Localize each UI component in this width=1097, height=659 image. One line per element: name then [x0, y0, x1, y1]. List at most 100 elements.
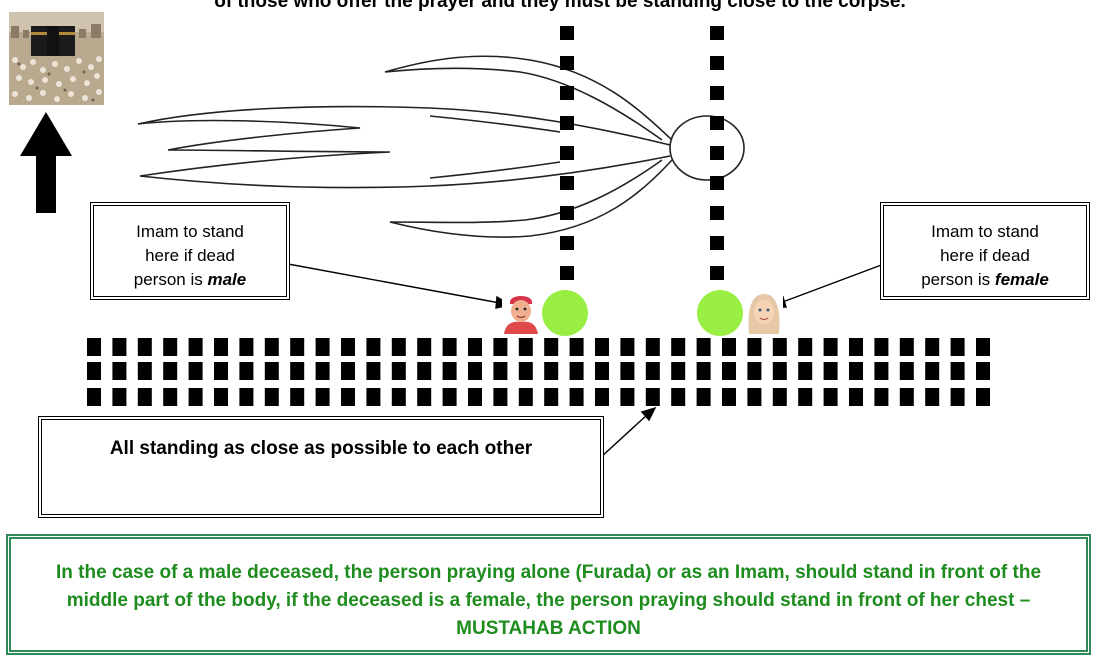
worshipper-mark — [569, 338, 584, 356]
worshipper-mark — [290, 388, 305, 406]
worshipper-mark — [544, 362, 559, 380]
worshipper-mark — [366, 362, 381, 380]
worshipper-mark — [950, 338, 965, 356]
dotted-line-male — [560, 26, 574, 280]
worshipper-mark — [163, 388, 178, 406]
callout-line: person is female — [892, 268, 1078, 292]
worshipper-mark — [722, 388, 736, 406]
worshipper-mark — [899, 362, 914, 380]
callout-line: Imam to stand — [136, 222, 244, 241]
worshipper-mark — [493, 338, 508, 356]
worshipper-mark — [518, 362, 533, 380]
worshipper-mark — [696, 362, 711, 380]
worshipper-mark — [137, 388, 152, 406]
worshipper-mark — [188, 362, 203, 380]
worshipper-mark — [112, 362, 127, 380]
callout-line: Imam to stand — [931, 222, 1039, 241]
worshipper-mark — [823, 338, 838, 356]
callout-imam-female: Imam to stand here if dead person is fem… — [880, 202, 1090, 300]
worshipper-mark — [341, 338, 355, 356]
worshipper-mark — [214, 338, 228, 356]
worshipper-mark — [823, 388, 838, 406]
worshipper-mark — [468, 338, 482, 356]
worshipper-mark — [239, 338, 254, 356]
worshipper-mark — [493, 362, 508, 380]
worshipper-mark — [239, 362, 254, 380]
worshipper-mark — [315, 338, 330, 356]
callout-prefix: person is — [133, 270, 208, 289]
worshipper-mark — [671, 338, 686, 356]
worshipper-mark — [849, 338, 863, 356]
worshipper-mark — [391, 388, 406, 406]
worshipper-mark — [468, 388, 482, 406]
worshipper-rows — [87, 338, 990, 406]
worshipper-mark — [976, 338, 990, 356]
worshipper-mark — [290, 338, 305, 356]
worshipper-mark — [976, 362, 990, 380]
worshipper-mark — [645, 362, 660, 380]
worshipper-mark — [671, 362, 686, 380]
worshipper-mark — [264, 362, 279, 380]
worshipper-mark — [925, 362, 940, 380]
worshipper-mark — [188, 338, 203, 356]
worshipper-mark — [214, 388, 228, 406]
callout-line: here if dead — [940, 246, 1030, 265]
worshipper-mark — [722, 338, 736, 356]
worshipper-mark — [899, 338, 914, 356]
worshipper-mark — [442, 388, 457, 406]
worshipper-mark — [645, 388, 660, 406]
worshipper-mark — [899, 388, 914, 406]
worshipper-mark — [925, 388, 940, 406]
worshipper-mark — [747, 362, 762, 380]
worshipper-mark — [366, 338, 381, 356]
worshipper-mark — [87, 338, 101, 356]
worshipper-mark — [747, 338, 762, 356]
worshipper-mark — [849, 362, 863, 380]
worshipper-mark — [849, 388, 863, 406]
worshipper-mark — [696, 338, 711, 356]
worshipper-mark — [290, 362, 305, 380]
worshipper-mark — [798, 388, 813, 406]
worshipper-mark — [595, 388, 609, 406]
worshipper-mark — [341, 388, 355, 406]
callout-imam-male: Imam to stand here if dead person is mal… — [90, 202, 290, 300]
worshipper-mark — [87, 362, 101, 380]
worshipper-mark — [874, 388, 889, 406]
worshipper-mark — [188, 388, 203, 406]
worshipper-mark — [391, 362, 406, 380]
mustahab-note: In the case of a male deceased, the pers… — [6, 534, 1091, 655]
worshipper-mark — [595, 362, 609, 380]
worshipper-mark — [391, 338, 406, 356]
worshipper-mark — [823, 362, 838, 380]
up-arrow-icon — [20, 112, 72, 219]
kaaba-photo — [9, 12, 104, 105]
worshipper-mark — [417, 338, 432, 356]
worshipper-mark — [696, 388, 711, 406]
worshipper-mark — [163, 362, 178, 380]
worshipper-mark — [87, 388, 101, 406]
worshipper-mark — [214, 362, 228, 380]
worshipper-mark — [976, 388, 990, 406]
worshipper-mark — [417, 362, 432, 380]
worshipper-mark — [874, 338, 889, 356]
male-imam-face-icon — [502, 290, 540, 334]
worshipper-mark — [950, 388, 965, 406]
worshipper-mark — [264, 338, 279, 356]
callout-emphasis-male: male — [207, 270, 247, 289]
worshipper-mark — [722, 362, 736, 380]
worshipper-mark — [772, 338, 787, 356]
green-circle-icon — [697, 290, 743, 336]
worshipper-mark — [950, 362, 965, 380]
worshipper-mark — [544, 388, 559, 406]
worshipper-mark — [442, 362, 457, 380]
worshipper-mark — [798, 338, 813, 356]
worshipper-mark — [239, 388, 254, 406]
callout-prefix: person is — [921, 270, 995, 289]
worshipper-mark — [925, 338, 940, 356]
worshipper-mark — [112, 338, 127, 356]
worshipper-mark — [315, 362, 330, 380]
worshipper-mark — [518, 388, 533, 406]
worshipper-mark — [595, 338, 609, 356]
worshipper-mark — [569, 388, 584, 406]
